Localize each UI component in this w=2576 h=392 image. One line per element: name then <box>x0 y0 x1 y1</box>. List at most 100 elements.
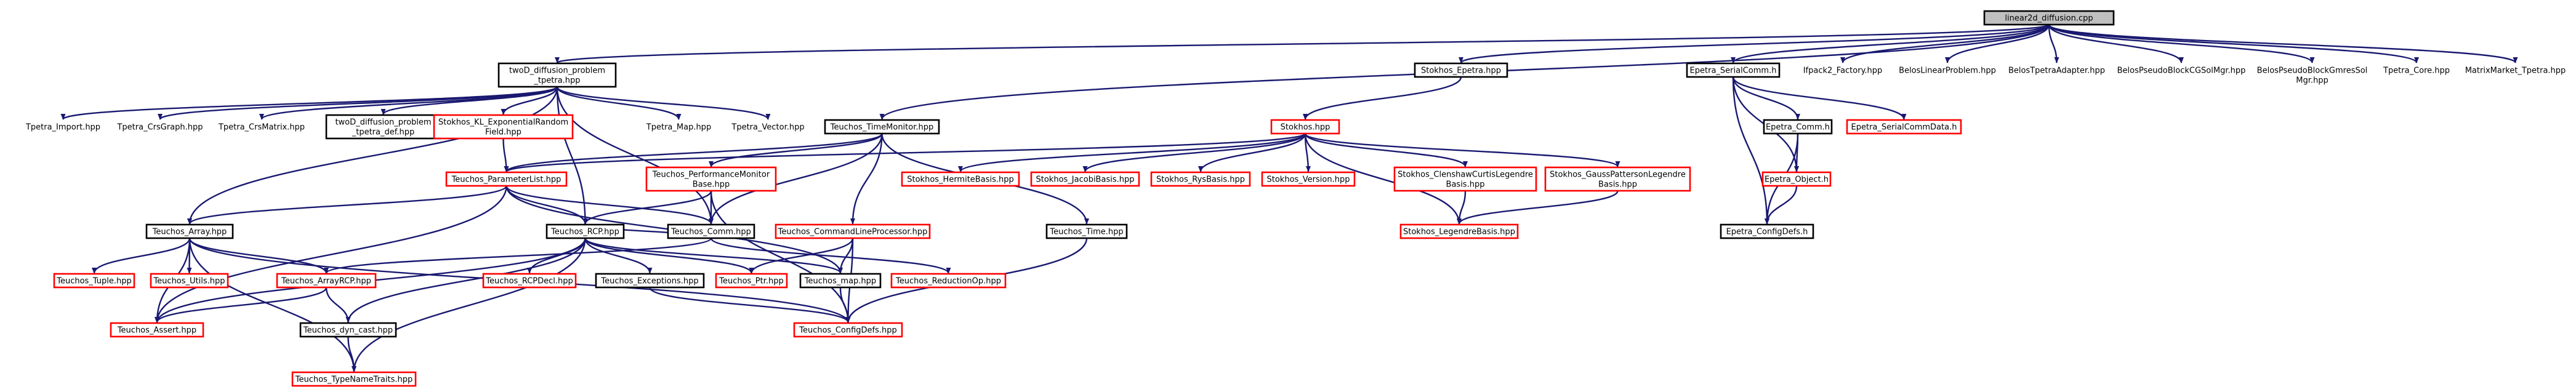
node-label: Tpetra_Core.hpp <box>2383 66 2450 76</box>
node-label: Teuchos_Ptr.hpp <box>718 277 784 286</box>
node-label: _tpetra_def.hpp <box>352 128 415 137</box>
edge-teuchos_rcp-to-teuchos_map <box>584 238 843 274</box>
node-box <box>1261 171 1356 187</box>
node-belos_linearproblem[interactable]: BelosLinearProblem.hpp <box>1899 66 1996 76</box>
node-label: Field.hpp <box>485 128 521 137</box>
node-box <box>1686 62 1781 78</box>
node-matrixmarket_tpetra[interactable]: MatrixMarket_Tpetra.hpp <box>2465 66 2566 76</box>
edge-teuchos_comm-to-teuchos_reductionop <box>710 238 951 274</box>
node-teuchos_timemonitor[interactable]: Teuchos_TimeMonitor.hpp <box>824 119 940 135</box>
edge-root-to-tpetra_core <box>2048 24 2419 64</box>
node-label: Stokhos_ClenshawCurtisLegendre <box>1398 170 1533 180</box>
node-box <box>901 171 1020 187</box>
node-teuchos_dyncast[interactable]: Teuchos_dyn_cast.hpp <box>299 322 397 338</box>
node-teuchos_assert[interactable]: Teuchos_Assert.hpp <box>110 322 204 338</box>
node-label: Base.hpp <box>693 180 730 190</box>
node-label: Teuchos_Utils.hpp <box>153 277 225 286</box>
node-epetra_serialcommdata[interactable]: Epetra_SerialCommData.h <box>1846 119 1962 135</box>
node-epetra_configdefs[interactable]: Epetra_ConfigDefs.h <box>1720 223 1814 239</box>
node-box <box>1270 119 1340 135</box>
node-tpetra_core[interactable]: Tpetra_Core.hpp <box>2383 66 2450 76</box>
edge-teuchos_timemonitor-to-teuchos_perfmon <box>709 133 883 167</box>
node-label: Teuchos_Time.hpp <box>1049 228 1123 237</box>
node-teuchos_rcpdecl[interactable]: Teuchos_RCPDecl.hpp <box>482 273 577 289</box>
node-stokhos_epetra[interactable]: Stokhos_Epetra.hpp <box>1414 62 1508 78</box>
node-epetra_serialcomm[interactable]: Epetra_SerialComm.h <box>1686 62 1781 78</box>
edge-stokhos-to-stokhos_hermite <box>958 133 1306 172</box>
node-epetra_object[interactable]: Epetra_Object.h <box>1761 171 1832 187</box>
edge-stokhos-to-stokhos_legendre <box>1304 133 1462 225</box>
node-teuchos_ptr[interactable]: Teuchos_Ptr.hpp <box>715 273 788 289</box>
node-teuchos_arrayrcp[interactable]: Teuchos_ArrayRCP.hpp <box>276 273 377 289</box>
node-teuchos_parameterlist[interactable]: Teuchos_ParameterList.hpp <box>445 171 568 187</box>
node-tpetra_map[interactable]: Tpetra_Map.hpp <box>646 123 711 132</box>
node-label: Stokhos_JacobiBasis.hpp <box>1036 175 1135 185</box>
node-teuchos_exceptions[interactable]: Teuchos_Exceptions.hpp <box>595 273 705 289</box>
node-teuchos_typenametraits[interactable]: Teuchos_TypeNameTraits.hpp <box>291 371 417 387</box>
node-tpetra_import[interactable]: Tpetra_Import.hpp <box>25 123 100 132</box>
node-teuchos_tuple[interactable]: Teuchos_Tuple.hpp <box>53 273 135 289</box>
node-tpetra_vector[interactable]: Tpetra_Vector.hpp <box>731 123 804 132</box>
node-teuchos_array[interactable]: Teuchos_Array.hpp <box>145 223 234 239</box>
node-stokhos_hermite[interactable]: Stokhos_HermiteBasis.hpp <box>901 171 1020 187</box>
edge-stokhos-to-stokhos_gauss <box>1304 132 1620 168</box>
node-label: Tpetra_Map.hpp <box>646 123 711 132</box>
node-box <box>1399 223 1519 239</box>
node-label: Epetra_ConfigDefs.h <box>1726 228 1808 237</box>
node-belos_pseudoblockcg[interactable]: BelosPseudoBlockCGSolMgr.hpp <box>2117 66 2246 76</box>
node-twoD_problem[interactable]: twoD_diffusion_problem_tpetra.hpp <box>497 62 617 88</box>
node-teuchos_clp[interactable]: Teuchos_CommandLineProcessor.hpp <box>775 223 931 239</box>
node-stokhos[interactable]: Stokhos.hpp <box>1270 119 1340 135</box>
edge-twoD_problem-to-teuchos_rcp <box>556 86 588 225</box>
node-box <box>890 273 1007 289</box>
node-label: Teuchos_Tuple.hpp <box>56 277 132 286</box>
edge-teuchos_timemonitor-to-teuchos_comm <box>709 133 883 225</box>
node-tpetra_crsmatrix[interactable]: Tpetra_CrsMatrix.hpp <box>218 123 305 132</box>
node-box <box>299 322 397 338</box>
node-ifpack2_factory[interactable]: Ifpack2_Factory.hpp <box>1803 66 1883 76</box>
node-stokhos_rys[interactable]: Stokhos_RysBasis.hpp <box>1150 171 1251 187</box>
node-teuchos_time[interactable]: Teuchos_Time.hpp <box>1045 223 1128 239</box>
node-belos_tpetraadapter[interactable]: BelosTpetraAdapter.hpp <box>2008 66 2105 76</box>
node-stokhos_version[interactable]: Stokhos_Version.hpp <box>1261 171 1356 187</box>
node-label: Stokhos_RysBasis.hpp <box>1156 175 1245 185</box>
node-tpetra_crsgraph[interactable]: Tpetra_CrsGraph.hpp <box>116 123 203 132</box>
node-box <box>545 223 625 239</box>
node-teuchos_reductionop[interactable]: Teuchos_ReductionOp.hpp <box>890 273 1007 289</box>
node-label: Basis.hpp <box>1598 180 1637 190</box>
node-label: BelosPseudoBlockGmresSol <box>2257 66 2368 76</box>
node-label: Tpetra_CrsGraph.hpp <box>116 123 203 132</box>
edge-root-to-epetra_serialcomm <box>1731 24 2050 63</box>
edge-root-to-belos_tpetraadapter <box>2048 24 2059 63</box>
node-box <box>145 223 234 239</box>
edge-epetra_serialcomm-to-epetra_comm <box>1732 76 1800 120</box>
node-twoD_problem_def[interactable]: twoD_diffusion_problem_tpetra_def.hpp <box>325 114 441 140</box>
node-label: Teuchos_TypeNameTraits.hpp <box>295 375 413 385</box>
edge-teuchos_array-to-teuchos_tuple <box>92 238 191 274</box>
node-stokhos_legendre[interactable]: Stokhos_LegendreBasis.hpp <box>1399 223 1519 239</box>
node-teuchos_configdefs[interactable]: Teuchos_ConfigDefs.hpp <box>793 322 903 338</box>
node-teuchos_utils[interactable]: Teuchos_Utils.hpp <box>150 273 229 289</box>
edge-stokhos-to-teuchos_parameterlist <box>504 132 1306 173</box>
node-label: Teuchos_ConfigDefs.hpp <box>799 326 897 335</box>
node-label: Teuchos_RCPDecl.hpp <box>485 277 573 286</box>
node-teuchos_map[interactable]: Teuchos_map.hpp <box>799 273 882 289</box>
node-epetra_comm[interactable]: Epetra_Comm.h <box>1763 119 1833 135</box>
edge-teuchos_parameterlist-to-teuchos_comm <box>505 185 714 225</box>
edge-stokhos_epetra-to-stokhos <box>1303 76 1462 120</box>
node-label: Teuchos_ArrayRCP.hpp <box>281 277 371 286</box>
node-stokhos_jacobi[interactable]: Stokhos_JacobiBasis.hpp <box>1030 171 1140 187</box>
edge-teuchos_perfmon-to-teuchos_rcp <box>582 190 712 225</box>
node-teuchos_rcp[interactable]: Teuchos_RCP.hpp <box>545 223 625 239</box>
node-teuchos_comm[interactable]: Teuchos_Comm.hpp <box>667 223 755 239</box>
node-label: Epetra_Object.h <box>1765 175 1829 185</box>
edge-teuchos_parameterlist-to-teuchos_rcp <box>505 185 588 225</box>
edge-teuchos_arrayrcp-to-teuchos_assert <box>155 287 328 323</box>
edge-teuchos_comm-to-teuchos_arrayrcp <box>324 237 712 274</box>
node-label: MatrixMarket_Tpetra.hpp <box>2465 66 2566 76</box>
